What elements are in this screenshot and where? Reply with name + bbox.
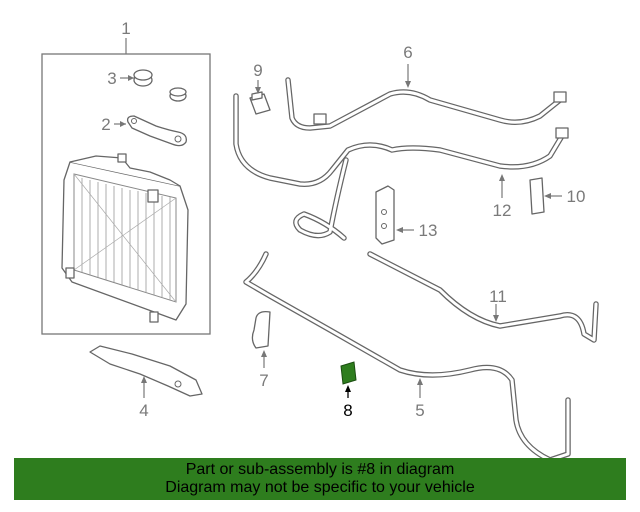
callout-4: 4 <box>139 401 148 420</box>
support-bracket-part-4 <box>89 345 203 398</box>
callout-7: 7 <box>259 371 268 390</box>
callout-8[interactable]: 8 <box>343 401 352 420</box>
banner-line-2: Diagram may not be specific to your vehi… <box>165 479 475 496</box>
bracket-part-13 <box>375 185 414 245</box>
callout-5: 5 <box>415 401 424 420</box>
callout-9: 9 <box>253 61 262 80</box>
callout-11: 11 <box>489 287 507 306</box>
cooler-line-part-11 <box>367 251 599 343</box>
callout-12: 12 <box>493 201 512 220</box>
bracket-part-2 <box>126 115 187 147</box>
callout-2: 2 <box>101 115 110 134</box>
grommet-top <box>133 69 153 81</box>
callout-1: 1 <box>121 19 130 38</box>
cooler-line-part-5 <box>243 251 571 463</box>
bracket-part-10 <box>529 177 562 215</box>
callout-labels: 1 2 3 4 5 6 7 8 9 10 11 12 13 <box>101 19 585 420</box>
callout-13: 13 <box>419 221 438 240</box>
radiator-assembly-group <box>41 38 211 335</box>
clip-part-9 <box>249 80 271 115</box>
banner-line-1: Part or sub-assembly is #8 in diagram <box>185 461 455 478</box>
callout-10: 10 <box>567 187 586 206</box>
callout-6: 6 <box>403 43 412 62</box>
cooler-line-part-6 <box>285 64 567 131</box>
info-banner: Part or sub-assembly is #8 in diagram Di… <box>14 458 626 500</box>
callout-3: 3 <box>107 69 116 88</box>
cooler-line-part-12 <box>233 93 569 241</box>
highlighted-part-8[interactable] <box>340 361 357 398</box>
radiator-top-tank <box>69 155 181 187</box>
bracket-part-7 <box>251 310 271 368</box>
